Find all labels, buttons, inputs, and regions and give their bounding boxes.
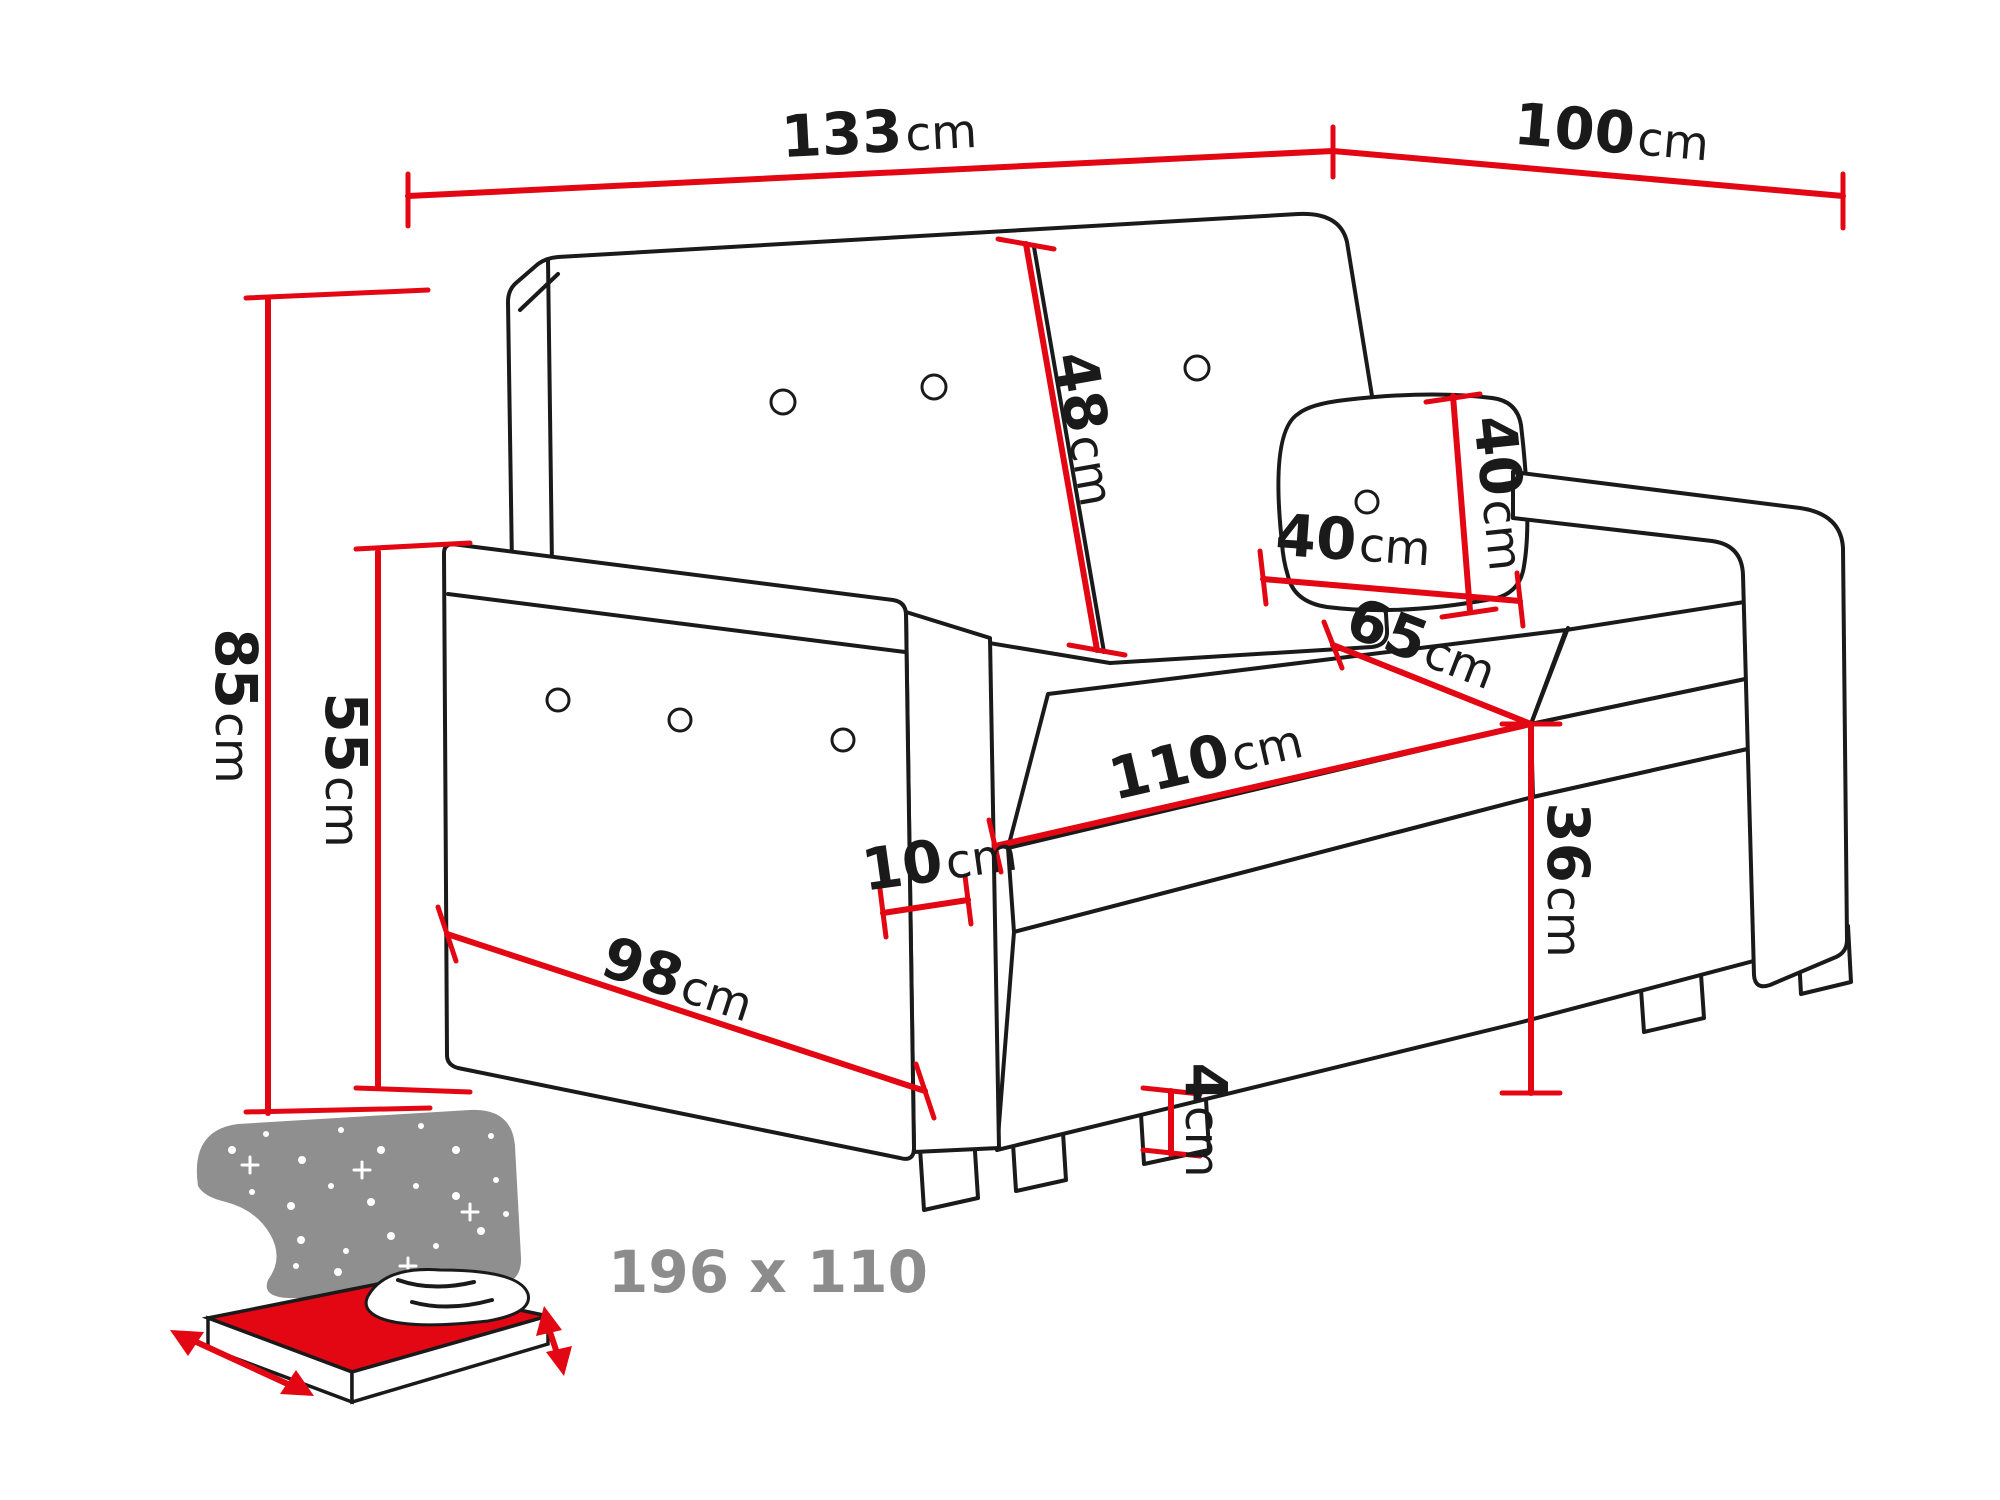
- dimension-overall-depth: 100cm: [1330, 90, 1846, 231]
- tufting-button: [1183, 354, 1211, 382]
- seat-cushion-divider: [1529, 626, 1570, 726]
- duvet-fold-line: [396, 1278, 476, 1289]
- right-armrest: [1511, 470, 1849, 989]
- tufting-button: [920, 373, 948, 401]
- pillow-height-label: 40cm: [1460, 412, 1544, 574]
- dimension-seat-height: 36cm: [1499, 721, 1602, 1096]
- mattress-side-right: [350, 1313, 550, 1405]
- sofa-illustration: [442, 211, 1853, 1212]
- sleeping-function-icon: 196 x 110: [170, 1109, 928, 1405]
- dimension-armrest-height: 55cm: [312, 540, 473, 1095]
- backrest-cushion-divider: [1032, 245, 1106, 654]
- pillow-width-label: 40cm: [1274, 501, 1434, 580]
- sleeping-area-value: 196 x 110: [608, 1238, 928, 1306]
- backrest-height-label: 48cm: [1041, 346, 1135, 511]
- sparkle-star: [460, 1202, 480, 1222]
- duvet-shape: [364, 1268, 530, 1327]
- dimension-annotations: 133cm 100cm 85cm 55cm: [202, 90, 1846, 1178]
- seat-height-label: 36cm: [1534, 802, 1602, 957]
- armrest-width-label: 10cm: [858, 816, 1021, 905]
- dimension-leg-height: 4cm: [1140, 1063, 1240, 1178]
- tufting-button: [769, 388, 797, 416]
- stars-pattern: [228, 1123, 509, 1276]
- sofa-backrest: [506, 211, 1390, 665]
- duvet-fold-line: [410, 1298, 494, 1309]
- mattress-length-arrow: [536, 1306, 572, 1376]
- sleeping-area-label: 196 x 110: [608, 1238, 928, 1306]
- leg-height-label: 4cm: [1172, 1063, 1240, 1178]
- backrest-wing-line: [546, 258, 554, 568]
- blanket-shape: [196, 1109, 522, 1299]
- dimension-overall-height: 85cm: [202, 287, 433, 1116]
- dimension-pillow-width: 40cm: [1257, 501, 1526, 629]
- armrest-button: [830, 727, 856, 753]
- pillow-button: [1354, 489, 1380, 515]
- overall-depth-label: 100cm: [1511, 90, 1712, 175]
- dimension-pillow-height: 40cm: [1423, 391, 1544, 620]
- armrest-button: [667, 707, 693, 733]
- overall-height-label: 85cm: [202, 628, 270, 783]
- dimension-overall-width: 133cm: [405, 93, 1336, 229]
- sparkle-star: [240, 1155, 260, 1175]
- overall-width-label: 133cm: [779, 93, 978, 171]
- left-armrest-rail-line: [446, 592, 907, 654]
- armrest-button: [545, 687, 571, 713]
- dimension-backrest-height: 48cm: [995, 236, 1135, 658]
- sparkle-star: [352, 1160, 372, 1180]
- backrest-wing-fold-line: [518, 272, 560, 312]
- mattress-width-arrow: [170, 1330, 314, 1396]
- dimension-armrest-width: 10cm: [858, 816, 1021, 940]
- armrest-height-label: 55cm: [312, 692, 380, 847]
